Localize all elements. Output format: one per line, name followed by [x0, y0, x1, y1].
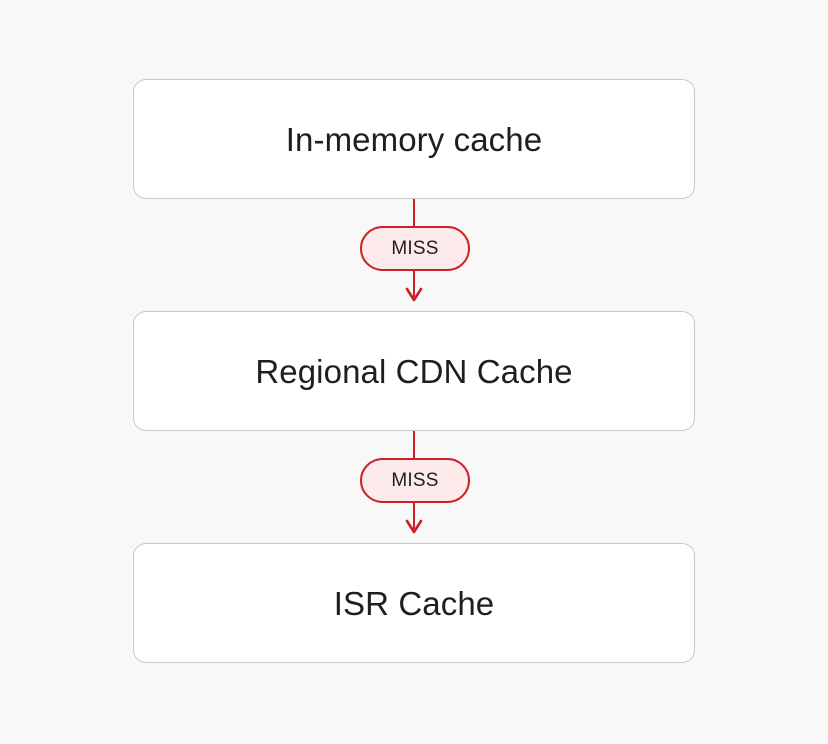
arrowhead-icon: [405, 519, 423, 534]
edge-label-text: MISS: [391, 238, 439, 259]
node-regional-cdn-cache[interactable]: Regional CDN Cache: [133, 311, 695, 431]
edge-cdn-to-isr: [405, 431, 423, 534]
arrowhead-icon: [405, 287, 423, 302]
node-label: In-memory cache: [285, 120, 543, 158]
edge-label-text: MISS: [391, 470, 439, 491]
node-label: Regional CDN Cache: [255, 352, 573, 390]
node-isr-cache[interactable]: ISR Cache: [133, 543, 695, 663]
edge-label-miss-1: MISS: [360, 226, 470, 271]
edge-in-memory-to-cdn: [405, 199, 423, 302]
edge-label-miss-2: MISS: [360, 458, 470, 503]
node-label: ISR Cache: [333, 584, 495, 622]
node-in-memory-cache[interactable]: In-memory cache: [133, 79, 695, 199]
